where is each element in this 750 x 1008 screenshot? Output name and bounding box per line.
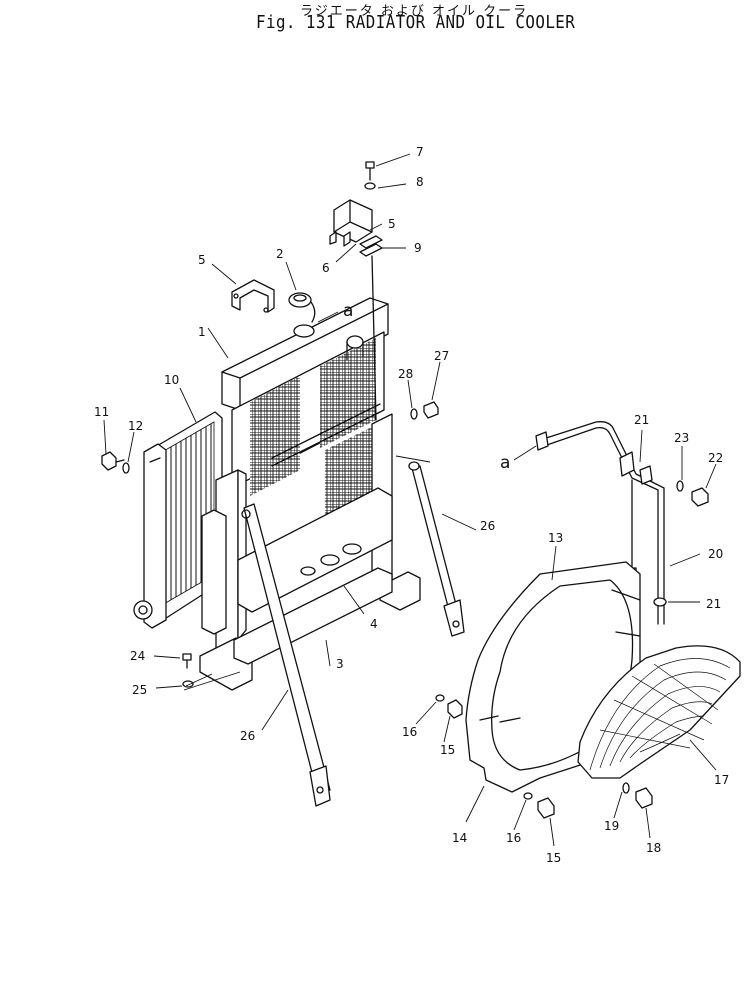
callout-11: 11 [94,405,109,419]
callout-24: 24 [130,649,145,663]
callout-1: 1 [198,325,206,339]
callout-7: 7 [416,145,424,159]
callout-26-lower: 26 [240,729,255,743]
callout-21-upper: 21 [634,413,649,427]
clamp-bolt [676,480,709,507]
callout-17: 17 [714,773,729,787]
callout-19: 19 [604,819,619,833]
callout-9: 9 [414,241,422,255]
title-japanese: ラジエータ および オイル クーラ [300,4,529,19]
callout-6: 6 [322,261,330,275]
radiator [199,297,421,691]
bracket-left [231,279,275,313]
figure-title: Fig. 131 RADIATOR AND OIL COOLER [256,12,576,33]
callout-18: 18 [646,841,661,855]
bolt-7 [359,161,383,421]
ref-a-oil-line: a [500,453,510,473]
hardware-left [101,451,194,688]
callout-14: 14 [452,831,467,845]
oil-cooler [133,411,223,629]
callout-23: 23 [674,431,689,445]
callout-26-right: 26 [480,519,495,533]
callout-16-lower: 16 [506,831,521,845]
reference-labels: a a [317,301,537,473]
fan-guard [577,645,741,779]
leader-lines [103,153,717,847]
callout-5-left: 5 [198,253,206,267]
hardware-right [410,401,439,420]
callout-8: 8 [416,175,424,189]
callout-21-lower: 21 [706,597,721,611]
callout-13: 13 [548,531,563,545]
callout-5-top: 5 [388,217,396,231]
callout-27: 27 [434,349,449,363]
callout-25: 25 [132,683,147,697]
callout-10: 10 [164,373,179,387]
callout-3: 3 [336,657,344,671]
callout-15-upper: 15 [440,743,455,757]
stay-rod-left [241,503,331,807]
ref-a-radiator: a [343,301,353,321]
callout-28: 28 [398,367,413,381]
callout-20: 20 [708,547,723,561]
stay-rod-right [408,461,465,637]
callout-12: 12 [128,419,143,433]
oil-line [535,421,667,625]
bracket-top [329,199,373,247]
hardware-bottom [435,694,653,819]
callout-4: 4 [370,617,378,631]
callout-22: 22 [708,451,723,465]
radiator-cap [288,292,316,323]
callout-2: 2 [276,247,284,261]
callout-labels: 1 2 3 4 5 5 6 7 8 9 10 11 12 13 14 15 15… [94,145,729,865]
callout-15-lower: 15 [546,851,561,865]
callout-16-upper: 16 [402,725,417,739]
